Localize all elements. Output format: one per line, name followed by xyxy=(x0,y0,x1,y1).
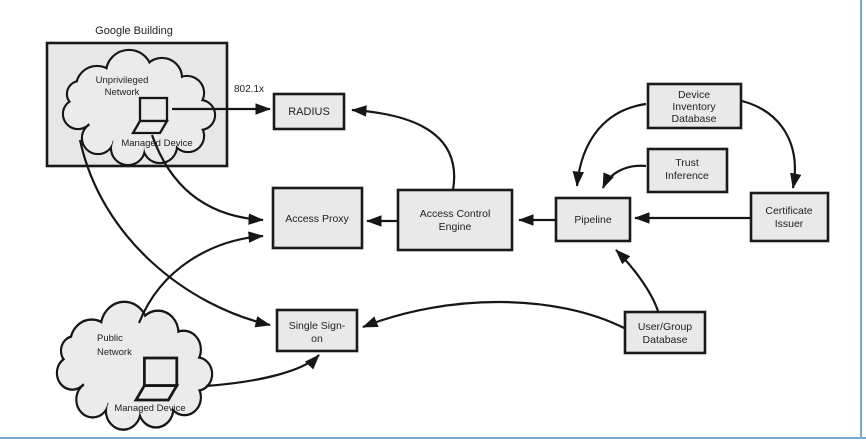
trust-inference-box xyxy=(646,147,729,194)
node-public-network: Public Network Managed Device xyxy=(55,300,214,431)
node-user-group-database: User/Group Database xyxy=(623,310,707,355)
edge-label-802-1x: 802.1x xyxy=(234,84,264,95)
node-single-sign-on: Single Sign- on xyxy=(275,308,359,353)
edge-device-inventory-database-to-pipeline xyxy=(572,102,647,187)
device-inventory-database-label-line1: Device xyxy=(678,89,710,101)
edge-unprivileged-network-to-single-sign-on xyxy=(78,139,271,328)
edge-trust-inference-to-pipeline xyxy=(601,164,647,189)
access-control-engine-label-line2: Engine xyxy=(439,221,472,233)
certificate-issuer-label-line1: Certificate xyxy=(765,205,812,217)
node-access-control-engine: Access Control Engine xyxy=(396,188,514,252)
edge-access-control-engine-to-radius xyxy=(351,105,456,191)
user-group-database-box xyxy=(623,310,707,355)
trust-inference-label-line1: Trust xyxy=(675,157,699,169)
device-inventory-database-box xyxy=(646,82,743,130)
user-group-database-label-line1: User/Group xyxy=(638,321,692,333)
node-trust-inference: Trust Inference xyxy=(646,147,729,194)
edge-device-inventory-database-to-certificate-issuer xyxy=(741,99,802,189)
single-sign-on-label-line1: Single Sign- xyxy=(289,320,346,332)
user-group-database-label-line2: Database xyxy=(643,334,688,346)
node-device-inventory-database: Device Inventory Database xyxy=(646,82,743,130)
device-inventory-database-label-line2: Inventory xyxy=(672,101,716,113)
node-radius: RADIUS xyxy=(272,92,346,131)
pipeline-label: Pipeline xyxy=(574,214,612,226)
google-building-label: Google Building xyxy=(95,25,173,37)
edge-user-group-database-to-single-sign-on xyxy=(362,300,625,329)
single-sign-on-label-line2: on xyxy=(311,333,323,345)
access-control-engine-label-line1: Access Control xyxy=(420,208,491,220)
unprivileged-network-label-line1: Unprivileged xyxy=(96,75,149,86)
managed-device-label: Managed Device xyxy=(121,138,192,149)
managed-device-label: Managed Device xyxy=(114,403,185,414)
edge-public-network-to-access-proxy xyxy=(137,231,264,324)
radius-box xyxy=(272,92,346,131)
node-certificate-issuer: Certificate Issuer xyxy=(749,191,830,243)
access-proxy-box xyxy=(271,186,364,250)
edges xyxy=(78,99,802,388)
node-pipeline: Pipeline xyxy=(554,196,632,243)
access-control-engine-box xyxy=(396,188,514,252)
public-network-label-line1: Public xyxy=(97,333,123,344)
trust-inference-label-line2: Inference xyxy=(665,170,709,182)
edge-unprivileged-network-to-access-proxy xyxy=(150,134,264,225)
node-unprivileged-network: Unprivileged Network Managed Device xyxy=(61,48,217,167)
public-network-label-line2: Network xyxy=(97,347,132,358)
node-access-proxy: Access Proxy xyxy=(271,186,364,250)
unprivileged-network-label-line2: Network xyxy=(105,87,140,98)
pipeline-box xyxy=(554,196,632,243)
nodes: RADIUS Access Proxy Access Control Engin… xyxy=(271,82,830,355)
edge-public-network-to-single-sign-on xyxy=(205,354,320,388)
radius-label: RADIUS xyxy=(288,106,330,118)
access-proxy-label: Access Proxy xyxy=(285,213,349,225)
certificate-issuer-box xyxy=(749,191,830,243)
device-inventory-database-label-line3: Database xyxy=(672,113,717,125)
edge-user-group-database-to-pipeline xyxy=(615,249,660,312)
single-sign-on-box xyxy=(275,308,359,353)
certificate-issuer-label-line2: Issuer xyxy=(775,218,804,230)
